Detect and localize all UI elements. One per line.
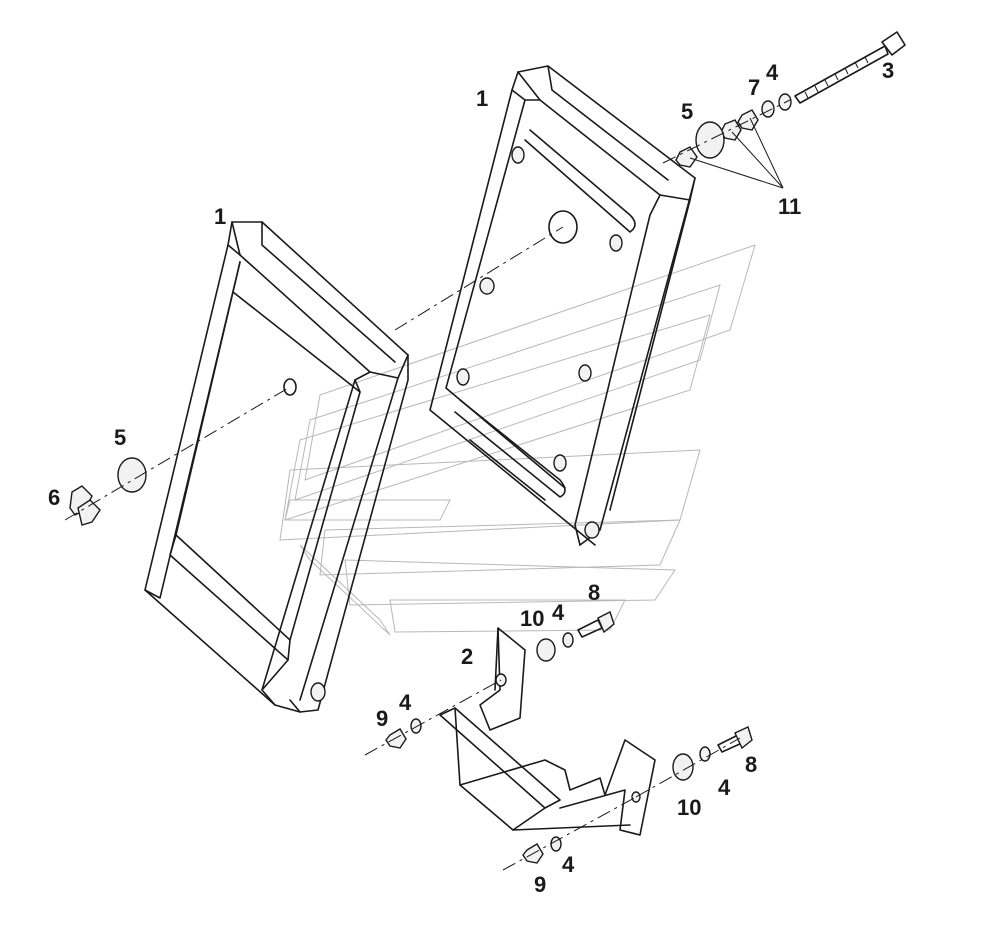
callout-11: 11	[778, 194, 801, 219]
callout-4-top: 4	[766, 60, 779, 85]
callout-7: 7	[748, 75, 760, 100]
hardware-top-right	[662, 93, 792, 168]
callout-5-left: 5	[114, 425, 126, 450]
leader-lines	[689, 117, 784, 189]
callout-4-right: 4	[718, 775, 731, 800]
callout-1-left: 1	[214, 204, 226, 229]
callout-8-right: 8	[745, 752, 757, 777]
hardware-lower-right	[635, 726, 753, 798]
channel-bracket-right	[429, 65, 696, 546]
callout-10-middle: 10	[520, 606, 544, 631]
callout-9-left: 9	[376, 706, 388, 731]
callout-1-right: 1	[476, 86, 488, 111]
callout-8-middle: 8	[588, 580, 600, 605]
channel-bracket-left	[144, 221, 409, 713]
callout-6: 6	[48, 485, 60, 510]
hardware-middle	[536, 611, 615, 662]
hardware-left	[64, 226, 564, 526]
callout-labels: 1 1 2 3 4 4 4 4 4 5 5 6 7 8 8 9 9 10 10 …	[48, 58, 894, 897]
callout-2: 2	[461, 644, 473, 669]
callout-4-left: 4	[399, 690, 412, 715]
callout-10-right: 10	[677, 795, 701, 820]
hardware-lower-left	[364, 679, 637, 871]
callout-3: 3	[882, 58, 894, 83]
callout-9-bottom: 9	[534, 872, 546, 897]
long-bolt	[794, 31, 906, 104]
callout-4-bottom: 4	[562, 852, 575, 877]
callout-4-middle: 4	[552, 600, 565, 625]
callout-5-right: 5	[681, 99, 693, 124]
